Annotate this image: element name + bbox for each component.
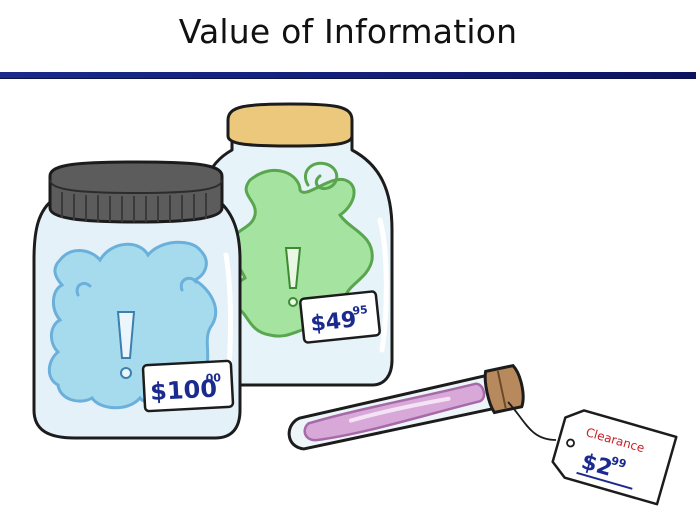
purple-liquid: [303, 382, 486, 442]
price-green-jar: $49: [309, 307, 357, 337]
blue-jar-lid: [48, 160, 224, 224]
exclamation-icon: [116, 311, 136, 379]
green-jar-lid: [226, 102, 354, 148]
slide-title: Value of Information: [178, 12, 518, 51]
price-tag-blue-jar: $100 00: [141, 359, 235, 413]
price-cents-blue-jar: 00: [205, 371, 221, 385]
green-jar: $49 95: [196, 102, 394, 387]
clearance-tag: Clearance $2 99: [551, 409, 678, 506]
test-tube-cork: [483, 363, 525, 415]
price-cents-green-jar: 95: [352, 303, 369, 318]
value-of-information-illustration: $49 95: [32, 102, 678, 506]
blue-jar: $100 00: [32, 160, 242, 440]
price-cents-test-tube: 99: [610, 454, 628, 471]
price-blue-jar: $100: [150, 375, 218, 406]
test-tube: [287, 363, 525, 451]
exclamation-icon: [284, 247, 302, 307]
title-divider: [0, 72, 696, 78]
price-tag-green-jar: $49 95: [299, 290, 381, 344]
